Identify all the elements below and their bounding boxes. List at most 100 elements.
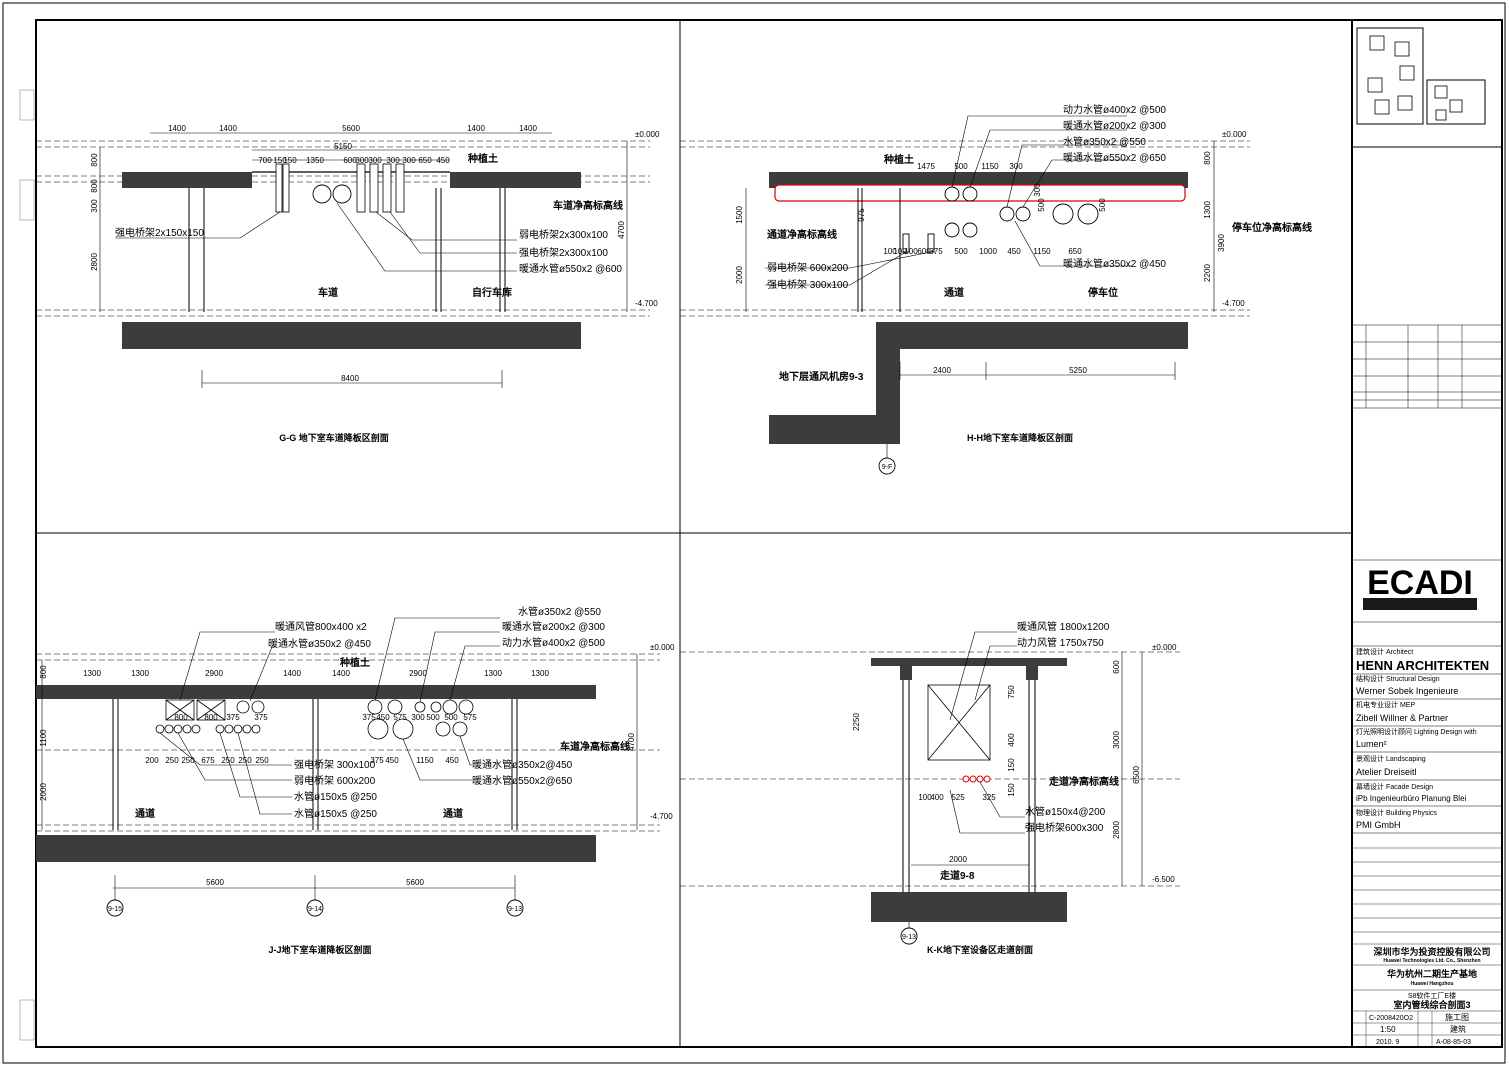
hh-dim-m13: 600	[917, 247, 931, 256]
gg-callout-3: 强电桥架2x300x100	[519, 246, 608, 259]
jj-dim-r9: 450	[385, 756, 399, 765]
kk-grid: 9-13	[902, 934, 916, 941]
hh-dim-m1: 500	[954, 162, 968, 171]
kk-dim-r1: 600	[1112, 660, 1121, 674]
gg-dim-sub-11: 450	[436, 156, 450, 165]
hh-callout-3: 水管ø350x2 @550	[1063, 135, 1146, 148]
gg-title: G-G 地下室车道降板区剖面	[279, 432, 389, 443]
hh-wall	[769, 322, 900, 444]
ecadi-logo: ECADI	[1367, 564, 1473, 602]
hh-callout-5: 弱电桥架 600x200	[767, 261, 849, 274]
jj-dim-l1: 800	[39, 665, 48, 679]
kk-wall-left-head	[900, 666, 912, 680]
gg-dim-right: 4700	[617, 221, 626, 239]
hh-dim-m9: 450	[1007, 247, 1021, 256]
hh-lane: 通道	[944, 286, 964, 299]
consultants: 建筑设计 Architect HENN ARCHITEKTEN 结构设计 Str…	[1352, 647, 1502, 834]
project-cn: 华为杭州二期生产基地	[1387, 968, 1477, 979]
gg-slab-right	[450, 172, 581, 188]
jj-dim-r12: 450	[445, 756, 459, 765]
hh-slab-bottom	[876, 322, 1188, 349]
hh-dim-m11: 650	[1068, 247, 1082, 256]
landscape-label: 景观设计 Landscaping	[1356, 754, 1426, 763]
kk-dim-s5: 750	[1007, 685, 1016, 699]
gg-callout-1: 强电桥架2x150x150	[115, 226, 204, 239]
gg-dim-sub-10: 650	[418, 156, 432, 165]
jj-callout-t2: 暖通水管ø350x2 @450	[268, 637, 371, 650]
hh-callout-2: 暖通水管ø200x2 @300	[1063, 119, 1166, 132]
jj-dim-r10: 650	[385, 756, 399, 765]
jj-dim-b2: 5600	[406, 878, 424, 887]
gg-dim-left-4: 2800	[90, 253, 99, 271]
jj-callout-t4: 暖通水管ø200x2 @300	[502, 620, 605, 633]
gg-dim-left-3: 300	[90, 199, 99, 213]
jj-callout-b3: 水管ø150x5 @250	[294, 790, 377, 803]
jj-title: J-J地下室车道降板区剖面	[268, 944, 371, 955]
gg-dim-left-2: 800	[90, 179, 99, 193]
jj-dim-r4: 675	[201, 756, 215, 765]
jj-soil: 种植土	[339, 656, 370, 669]
kk-callout-4: 强电桥架600x300	[1025, 821, 1104, 834]
hh-dim-l1: 1500	[735, 206, 744, 224]
lighting-label: 灯光照明设计顾问 Lighting Design with	[1356, 727, 1477, 736]
hh-grid: 9-F	[882, 464, 893, 471]
client-en: Huawei Technologies Ltd. Co., Shenzhen	[1383, 958, 1480, 964]
jj-dim-r1: 200	[145, 756, 159, 765]
jj-dim-t2: 1300	[131, 669, 149, 678]
kk-dim-r2: 3000	[1112, 731, 1121, 749]
jj-dim-t4: 1400	[283, 669, 301, 678]
jj-dim-r11: 1150	[416, 756, 434, 765]
kk-dim-s2: 400	[930, 793, 944, 802]
kk-dim-s8: 150	[1007, 783, 1016, 797]
jj-dim-s5: 450	[376, 713, 390, 722]
hh-dim-l2: 2000	[735, 266, 744, 284]
jj-dim-l2: 1100	[39, 729, 48, 747]
kk-slab-top	[871, 658, 1067, 666]
jj-dim-r3: 250	[181, 756, 195, 765]
hh-park: 停车位	[1088, 286, 1118, 299]
jj-callout-b2: 弱电桥架 600x200	[294, 774, 376, 787]
jj-dim-s9: 500	[426, 713, 440, 722]
hh-dim-r3: 3900	[1217, 234, 1226, 252]
jj-level-top: ±0.000	[650, 643, 675, 652]
gg-dim-sub-7: 300	[368, 156, 382, 165]
gg-dim-top-4: 1400	[467, 124, 485, 133]
gg-callout-4: 暖通水管ø550x2 @600	[519, 262, 622, 275]
gg-dim-sub-2: 150	[273, 156, 287, 165]
hh-slab-top	[769, 172, 1188, 188]
hh-title: H-H地下室车道降板区剖面	[967, 432, 1073, 443]
jj-dim-r8: 375	[370, 756, 384, 765]
hh-dim-m4: 975	[857, 208, 866, 222]
jj-dim-s7: 575	[393, 713, 407, 722]
hh-dim-m10: 1150	[1033, 247, 1051, 256]
hh-dim-m14: 100	[883, 247, 897, 256]
jj-dim-right: 4700	[627, 733, 636, 751]
jj-dim-r6: 250	[238, 756, 252, 765]
hh-dim-m2: 1150	[981, 162, 999, 171]
hh-red-duct	[774, 184, 1186, 202]
gg-dim-sub-6: 300	[355, 156, 369, 165]
gg-dim-sub-3: 150	[283, 156, 297, 165]
ecadi-subline	[1363, 598, 1477, 610]
jj-callout-b5: 暖通水管ø350x2@450	[472, 758, 573, 771]
kk-level-bottom: -6.500	[1152, 875, 1175, 884]
jj-grid-2: 9-14	[308, 906, 322, 913]
project-no: C-2008420O2	[1369, 1015, 1413, 1022]
jj-dim-r5: 250	[221, 756, 235, 765]
jj-callout-b1: 强电桥架 300x100	[294, 758, 376, 771]
gg-soil: 种植土	[467, 152, 498, 165]
jj-dim-s3: 375	[226, 713, 240, 722]
jj-dim-t6: 2900	[409, 669, 427, 678]
jj-dim-r7: 250	[255, 756, 269, 765]
hh-soil: 种植土	[883, 153, 914, 166]
kk-dim-s6: 400	[1007, 733, 1016, 747]
structural: Werner Sobek Ingenieure	[1356, 686, 1458, 696]
jj-level-bottom: -4.700	[650, 812, 673, 821]
gg-callout-2: 弱电桥架2x300x100	[519, 228, 608, 241]
section-jj: 9-15 9-14 9-13 5600 5600 1300 1300 2900 …	[36, 605, 675, 955]
mep-label: 机电专业设计 MEP	[1356, 700, 1415, 709]
hh-grid-bubble	[878, 457, 896, 475]
hh-level-top: ±0.000	[1222, 130, 1247, 139]
kk-corridor-line: 走道净高标高线	[1048, 775, 1119, 788]
architect-label: 建筑设计 Architect	[1356, 647, 1413, 656]
